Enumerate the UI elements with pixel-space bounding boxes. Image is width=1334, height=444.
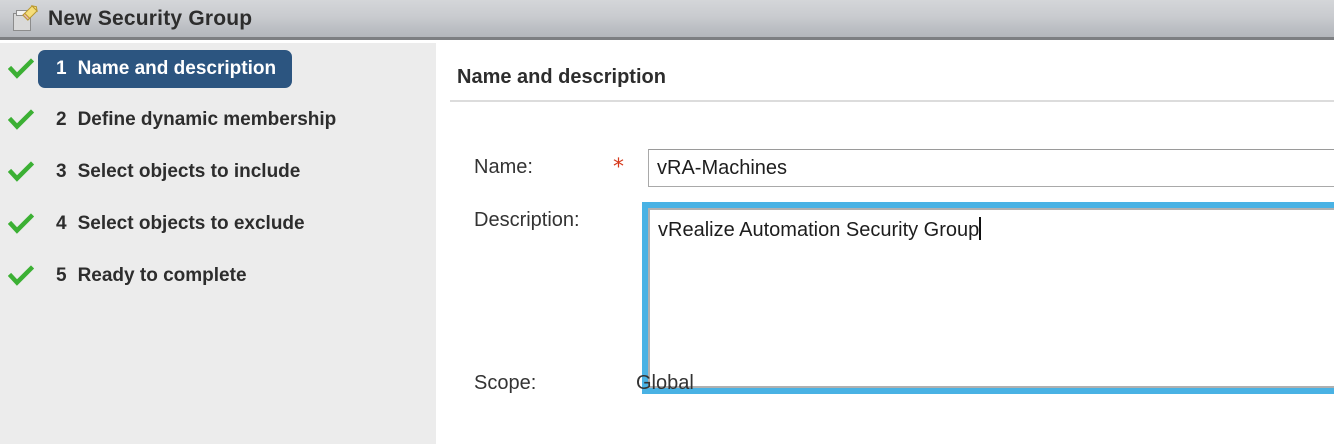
- green-check-icon: [7, 56, 35, 82]
- wizard-step-1-number: 1: [56, 58, 67, 79]
- wizard-step-5-pill[interactable]: 5 Ready to complete: [38, 257, 263, 295]
- green-check-icon: [7, 107, 35, 133]
- wizard-step-5-label: Ready to complete: [77, 265, 247, 286]
- text-caret: [979, 217, 982, 240]
- scope-value: Global: [636, 372, 694, 394]
- wizard-step-4[interactable]: 4 Select objects to exclude: [0, 205, 436, 243]
- wizard-content-pane: Name and description Name: * Description…: [436, 43, 1334, 444]
- green-check-icon: [7, 159, 35, 185]
- wizard-step-2-label: Define dynamic membership: [77, 109, 337, 130]
- wizard-step-5-number: 5: [56, 265, 67, 286]
- wizard-step-3[interactable]: 3 Select objects to include: [0, 153, 436, 191]
- name-input[interactable]: [648, 149, 1334, 187]
- scope-label: Scope:: [474, 372, 537, 394]
- heading-divider: [450, 100, 1334, 102]
- description-value: vRealize Automation Security Group: [658, 219, 980, 241]
- wizard-step-2-number: 2: [56, 109, 67, 130]
- wizard-step-2[interactable]: 2 Define dynamic membership: [0, 101, 436, 139]
- name-required-asterisk: *: [613, 155, 624, 180]
- wizard-step-3-label: Select objects to include: [77, 161, 301, 182]
- wizard-step-4-number: 4: [56, 213, 67, 234]
- description-label: Description:: [474, 209, 580, 231]
- green-check-icon: [7, 211, 35, 237]
- wizard-step-3-pill[interactable]: 3 Select objects to include: [38, 153, 316, 191]
- wizard-step-3-number: 3: [56, 161, 67, 182]
- wizard-step-2-pill[interactable]: 2 Define dynamic membership: [38, 101, 352, 139]
- wizard-step-1-pill[interactable]: 1 Name and description: [38, 50, 293, 88]
- new-security-group-icon: [10, 4, 40, 34]
- description-textarea-inner[interactable]: vRealize Automation Security Group: [648, 208, 1334, 388]
- page-title: Name and description: [457, 66, 666, 88]
- wizard-step-5[interactable]: 5 Ready to complete: [0, 257, 436, 295]
- wizard-step-4-label: Select objects to exclude: [77, 213, 305, 234]
- window-title: New Security Group: [48, 6, 253, 30]
- wizard-step-1-label: Name and description: [77, 58, 277, 79]
- wizard-step-4-pill[interactable]: 4 Select objects to exclude: [38, 205, 321, 243]
- green-check-icon: [7, 263, 35, 289]
- name-label: Name:: [474, 156, 533, 178]
- wizard-step-1[interactable]: 1 Name and description: [0, 50, 436, 88]
- description-textarea[interactable]: vRealize Automation Security Group: [642, 202, 1334, 394]
- description-textarea-text: vRealize Automation Security Group: [658, 215, 982, 245]
- wizard-step-rail: 1 Name and description 2 Define dynamic …: [0, 43, 436, 444]
- window-titlebar: New Security Group: [0, 0, 1334, 40]
